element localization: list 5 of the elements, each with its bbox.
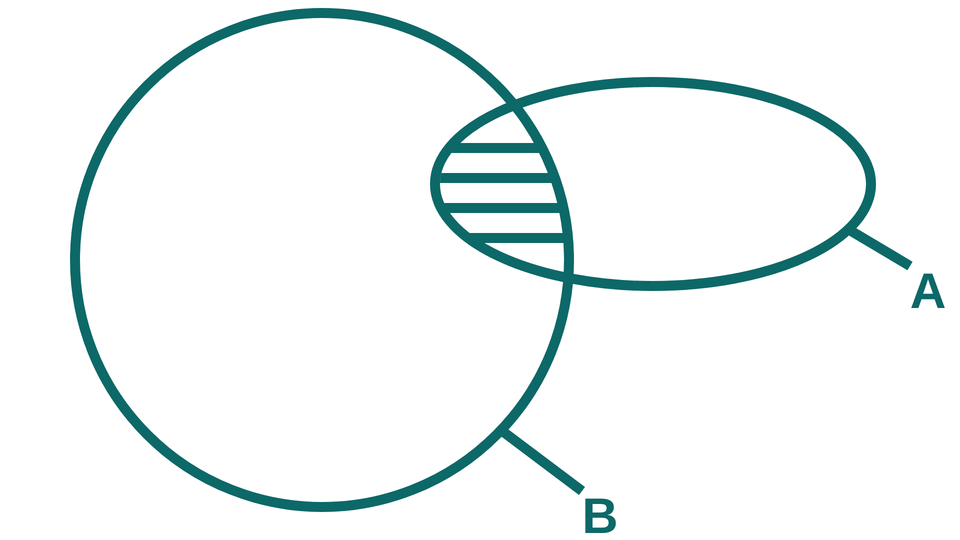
hatched-intersection bbox=[440, 143, 564, 243]
set-label: B bbox=[582, 491, 618, 540]
circle-outline bbox=[70, 8, 574, 512]
ellipse-outline bbox=[430, 77, 876, 291]
set-label: A bbox=[910, 266, 946, 316]
